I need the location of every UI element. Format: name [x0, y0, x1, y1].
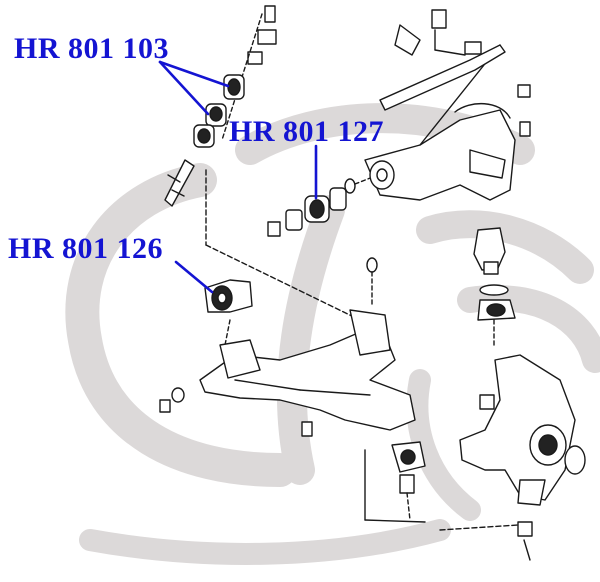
leader-103-upper — [158, 60, 230, 88]
bushing-hr-801-127 — [267, 174, 379, 237]
leader-126 — [174, 260, 214, 294]
stabilizer-link — [164, 159, 361, 321]
lower-ball-joint — [364, 441, 426, 523]
leader-103-lower — [158, 60, 210, 116]
callout-hr-801-126: HR 801 126 — [8, 232, 163, 265]
drawing-lines — [159, 5, 586, 561]
callout-hr-801-103: HR 801 103 — [14, 32, 169, 65]
callout-hr-801-127: HR 801 127 — [229, 115, 384, 148]
bushing-hr-801-126 — [204, 279, 253, 346]
bushing-hr-801-103 — [193, 74, 245, 148]
upper-ball-joint — [473, 227, 516, 346]
brand-logo-watermark — [65, 103, 600, 565]
upper-control-arm — [364, 9, 531, 201]
callout-leader-lines — [158, 60, 318, 294]
lower-control-arm — [159, 257, 416, 437]
upper-bolt-stack — [221, 5, 277, 141]
steering-knuckle — [439, 354, 586, 561]
